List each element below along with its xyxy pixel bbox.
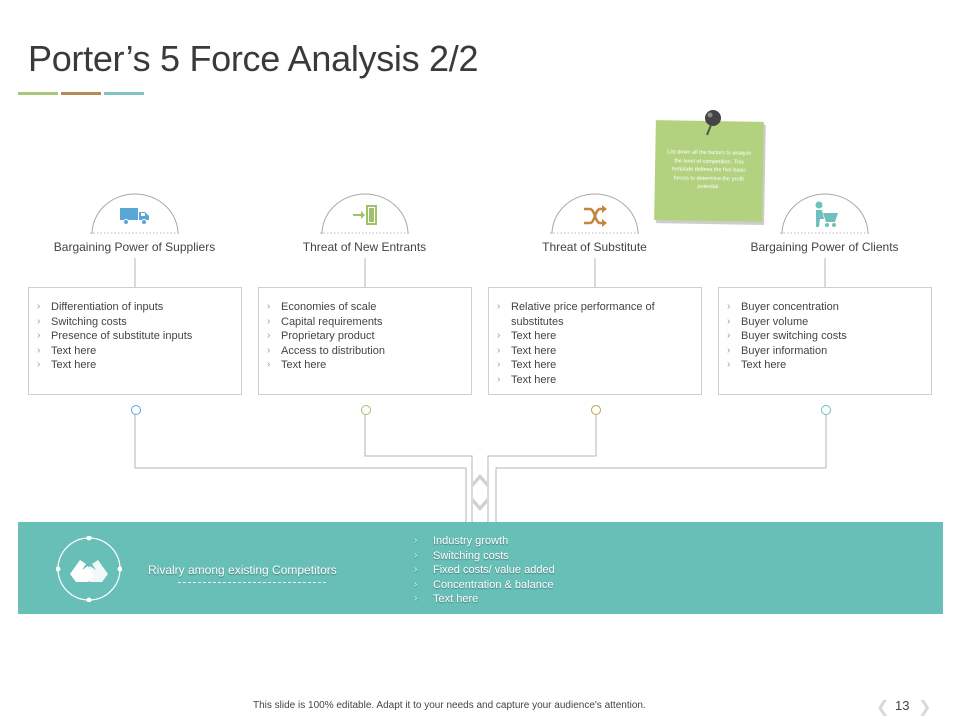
force-box-substitute: Relative price performance of substitute… xyxy=(488,287,702,395)
sticky-note-text: List down all the factors to analyze the… xyxy=(667,149,752,191)
connector-dot-entrants xyxy=(361,405,371,415)
list-item: Text here xyxy=(267,358,471,373)
page-title: Porter’s 5 Force Analysis 2/2 xyxy=(28,38,479,79)
enter-door-icon xyxy=(353,205,377,225)
accent-bar-green xyxy=(18,92,58,95)
shopping-cart-person-icon xyxy=(815,201,838,227)
connector-dot-suppliers xyxy=(131,405,141,415)
accent-bar-teal xyxy=(104,92,144,95)
rivalry-title: Rivalry among existing Competitors xyxy=(148,563,337,577)
connector-dot-substitute xyxy=(591,405,601,415)
force-box-clients: Buyer concentration Buyer volume Buyer s… xyxy=(718,287,932,395)
dome-entrants xyxy=(320,193,410,234)
list-item: Text here xyxy=(37,344,241,359)
up-down-chevrons xyxy=(473,474,487,511)
force-box-entrants: Economies of scale Capital requirements … xyxy=(258,287,472,395)
list-item: Concentration & balance xyxy=(412,578,555,593)
list-item: Text here xyxy=(412,592,555,607)
dome-clients xyxy=(780,193,870,234)
list-item: Presence of substitute inputs xyxy=(37,329,241,344)
pushpin-icon xyxy=(705,110,721,136)
accent-bar-brown xyxy=(61,92,101,95)
list-item: Buyer switching costs xyxy=(727,329,931,344)
list-item: Switching costs xyxy=(412,549,555,564)
list-item: Capital requirements xyxy=(267,315,471,330)
list-item: Industry growth xyxy=(412,534,555,549)
chevron-right-icon[interactable]: ❯ xyxy=(918,699,932,716)
force-label-suppliers: Bargaining Power of Suppliers xyxy=(53,240,216,254)
list-item: Switching costs xyxy=(37,315,241,330)
rivalry-list: Industry growth Switching costs Fixed co… xyxy=(412,534,555,607)
list-item: Text here xyxy=(497,344,701,359)
rivalry-underline xyxy=(178,582,326,583)
page-number: 13 xyxy=(895,698,910,713)
list-item: Differentiation of inputs xyxy=(37,300,241,315)
list-item: Relative price performance of xyxy=(497,300,701,315)
list-item: Fixed costs/ value added xyxy=(412,563,555,578)
connector-dot-clients xyxy=(821,405,831,415)
chevron-left-icon[interactable]: ❮ xyxy=(876,699,890,716)
list-item: Text here xyxy=(497,373,701,388)
list-item: Text here xyxy=(497,358,701,373)
handshake-icon xyxy=(56,536,122,602)
list-item: Access to distribution xyxy=(267,344,471,359)
force-box-suppliers: Differentiation of inputs Switching cost… xyxy=(28,287,242,395)
list-item: Text here xyxy=(497,329,701,344)
list-item: Buyer volume xyxy=(727,315,931,330)
force-label-clients: Bargaining Power of Clients xyxy=(750,240,899,254)
force-label-entrants: Threat of New Entrants xyxy=(302,240,427,254)
list-item: Buyer information xyxy=(727,344,931,359)
list-item: substitutes xyxy=(511,315,564,328)
list-item: Text here xyxy=(727,358,931,373)
shuffle-icon xyxy=(584,205,607,227)
truck-icon xyxy=(120,208,149,225)
list-item: Text here xyxy=(37,358,241,373)
dome-suppliers xyxy=(90,193,180,234)
footer-text: This slide is 100% editable. Adapt it to… xyxy=(253,700,646,711)
list-item: Proprietary product xyxy=(267,329,471,344)
list-item: Economies of scale xyxy=(267,300,471,315)
dome-substitute xyxy=(550,193,640,234)
force-label-substitute: Threat of Substitute xyxy=(542,240,647,254)
list-item: Buyer concentration xyxy=(727,300,931,315)
